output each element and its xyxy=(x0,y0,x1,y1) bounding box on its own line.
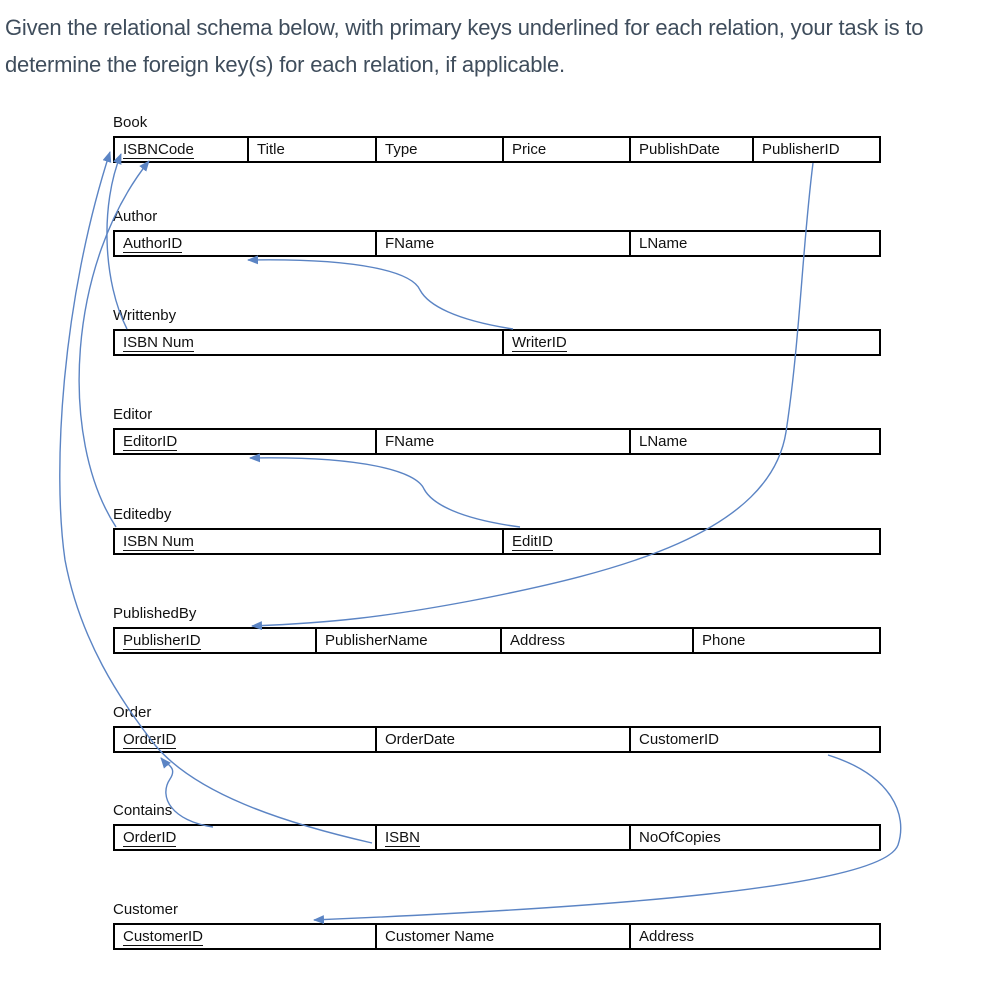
table-publishedby: PublisherID PublisherName Address Phone xyxy=(113,627,881,654)
column-cell-author-0: AuthorID xyxy=(115,232,375,255)
column-cell-order-1: OrderDate xyxy=(375,728,629,751)
table-label-customer: Customer xyxy=(113,901,179,918)
column-cell-book-2: Type xyxy=(375,138,502,161)
column-cell-contains-1: ISBN xyxy=(375,826,629,849)
primary-key-label: ISBN Num xyxy=(123,532,194,551)
primary-key-label: OrderID xyxy=(123,828,177,847)
column-label: PublisherName xyxy=(325,632,428,649)
column-label: Price xyxy=(512,141,547,158)
column-cell-writtenby-1: WriterID xyxy=(502,331,879,354)
table-order: OrderID OrderDate CustomerID xyxy=(113,726,881,753)
table-editor: EditorID FName LName xyxy=(113,428,881,455)
column-cell-contains-2: NoOfCopies xyxy=(629,826,879,849)
table-label-writtenby: Writtenby xyxy=(113,307,177,324)
table-author: AuthorID FName LName xyxy=(113,230,881,257)
table-writtenby: ISBN Num WriterID xyxy=(113,329,881,356)
column-label: PublishDate xyxy=(639,141,720,158)
task-instructions: Given the relational schema below, with … xyxy=(5,15,924,77)
column-cell-writtenby-0: ISBN Num xyxy=(115,331,502,354)
column-label: LName xyxy=(639,235,688,252)
column-cell-publishedby-3: Phone xyxy=(692,629,879,652)
column-cell-contains-0: OrderID xyxy=(115,826,375,849)
column-label: Address xyxy=(510,632,566,649)
column-label: Type xyxy=(385,141,418,158)
column-label: NoOfCopies xyxy=(639,829,721,846)
column-cell-editedby-0: ISBN Num xyxy=(115,530,502,553)
primary-key-label: PublisherID xyxy=(123,631,201,650)
primary-key-label: EditorID xyxy=(123,432,178,451)
column-label: LName xyxy=(639,433,688,450)
column-cell-editedby-1: EditID xyxy=(502,530,879,553)
table-customer: CustomerID Customer Name Address xyxy=(113,923,881,950)
table-contains: OrderID ISBN NoOfCopies xyxy=(113,824,881,851)
table-book: ISBNCode Title Type Price PublishDate Publish… xyxy=(113,136,881,163)
column-cell-editor-1: FName xyxy=(375,430,629,453)
primary-key-label: OrderID xyxy=(123,730,177,749)
column-cell-order-0: OrderID xyxy=(115,728,375,751)
column-label: OrderDate xyxy=(385,731,456,748)
column-label: Title xyxy=(257,141,285,158)
table-label-book: Book xyxy=(113,114,148,131)
column-label: PublisherID xyxy=(762,141,840,158)
column-cell-customer-2: Address xyxy=(629,925,879,948)
column-cell-book-1: Title xyxy=(247,138,375,161)
column-label: Phone xyxy=(702,632,746,649)
column-cell-book-5: PublisherID xyxy=(752,138,879,161)
fk-arrow-editedby-editid-to-editor-editorid xyxy=(249,453,521,528)
column-cell-publishedby-0: PublisherID xyxy=(115,629,315,652)
column-cell-order-2: CustomerID xyxy=(629,728,879,751)
table-label-author: Author xyxy=(113,208,158,225)
table-label-editedby: Editedby xyxy=(113,506,172,523)
primary-key-label: ISBN Num xyxy=(123,333,194,352)
column-label: CustomerID xyxy=(639,731,720,748)
primary-key-label: EditID xyxy=(512,532,553,551)
column-cell-author-1: FName xyxy=(375,232,629,255)
column-label: FName xyxy=(385,235,435,252)
primary-key-label: WriterID xyxy=(512,333,567,352)
table-editedby: ISBN Num EditID xyxy=(113,528,881,555)
table-label-contains: Contains xyxy=(113,802,173,819)
column-cell-customer-0: CustomerID xyxy=(115,925,375,948)
column-cell-book-0: ISBNCode xyxy=(115,138,247,161)
primary-key-label: ISBN xyxy=(385,828,421,847)
column-cell-editor-2: LName xyxy=(629,430,879,453)
column-cell-publishedby-1: PublisherName xyxy=(315,629,500,652)
column-cell-author-2: LName xyxy=(629,232,879,255)
primary-key-label: AuthorID xyxy=(123,234,183,253)
table-label-publishedby: PublishedBy xyxy=(113,605,197,622)
fk-arrow-writtenby-writerid-to-author-authorid xyxy=(247,255,514,330)
column-label: FName xyxy=(385,433,435,450)
column-cell-book-4: PublishDate xyxy=(629,138,752,161)
column-cell-customer-1: Customer Name xyxy=(375,925,629,948)
table-label-order: Order xyxy=(113,704,152,721)
column-cell-book-3: Price xyxy=(502,138,629,161)
primary-key-label: ISBNCode xyxy=(123,140,194,159)
table-label-editor: Editor xyxy=(113,406,153,423)
column-label: Customer Name xyxy=(385,928,495,945)
column-cell-editor-0: EditorID xyxy=(115,430,375,453)
primary-key-label: CustomerID xyxy=(123,927,204,946)
column-label: Address xyxy=(639,928,695,945)
column-cell-publishedby-2: Address xyxy=(500,629,692,652)
